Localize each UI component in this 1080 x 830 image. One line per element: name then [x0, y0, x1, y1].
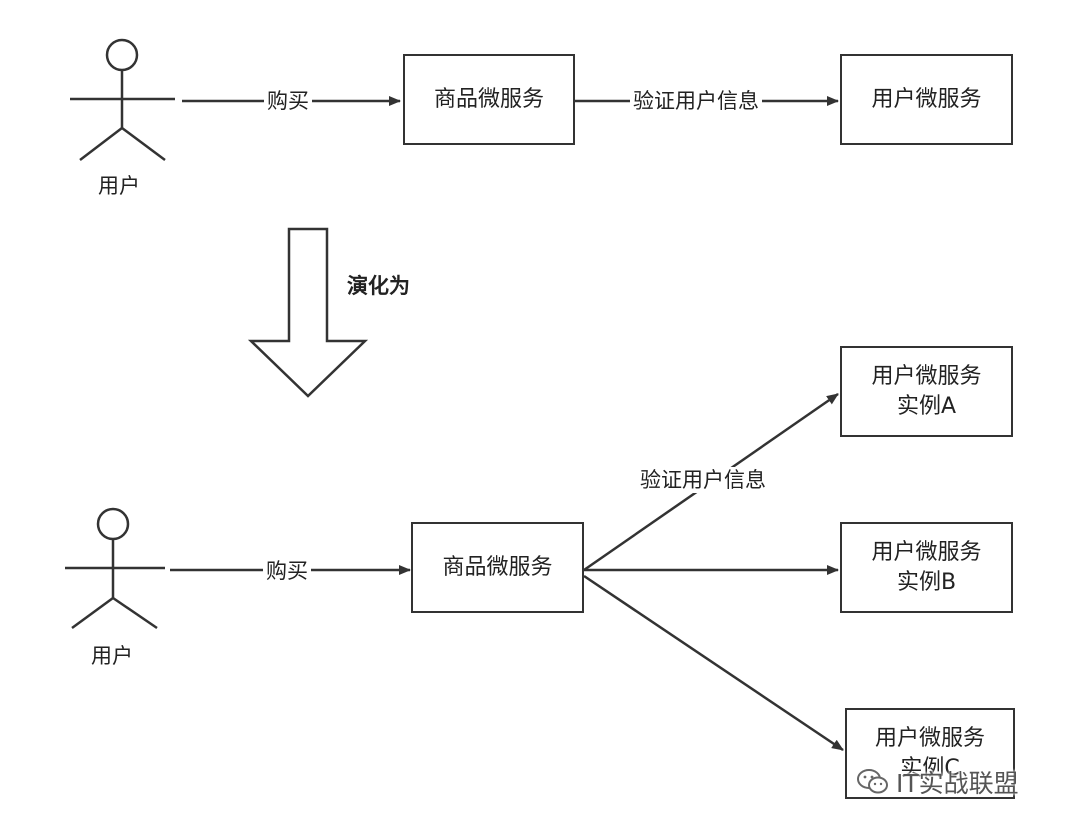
- buy-label-bottom: 购买: [263, 558, 311, 584]
- user-service-instance-a: 用户微服务 实例A: [840, 346, 1013, 437]
- evolve-label: 演化为: [347, 274, 410, 298]
- product-service-box-bottom: 商品微服务: [411, 522, 584, 613]
- user-service-box-top: 用户微服务: [840, 54, 1013, 145]
- actor-user-bottom: [65, 507, 165, 630]
- product-service-label: 商品微服务: [442, 554, 553, 580]
- actor-user-top: [70, 38, 175, 162]
- instance-c-line1: 用户微服务: [874, 725, 985, 751]
- wechat-icon: [857, 769, 888, 794]
- verify-label-bottom: 验证用户信息: [637, 467, 769, 493]
- product-service-label: 商品微服务: [433, 86, 544, 112]
- user-service-label: 用户微服务: [871, 86, 982, 112]
- instance-a-line1: 用户微服务: [871, 363, 982, 389]
- buy-label-top: 购买: [264, 88, 312, 114]
- watermark-text: IT实战联盟: [896, 769, 1019, 798]
- instance-a-line2: 实例A: [896, 393, 957, 419]
- actor-label-top: 用户: [95, 173, 143, 199]
- user-service-instance-c: 用户微服务 实例C: [845, 708, 1015, 799]
- instance-b-line2: 实例B: [896, 569, 957, 595]
- user-service-instance-b: 用户微服务 实例B: [840, 522, 1013, 613]
- evolve-down-arrow: [247, 227, 369, 398]
- arrow-to-instance-c: [583, 574, 844, 752]
- verify-label-top: 验证用户信息: [630, 88, 762, 114]
- instance-b-line1: 用户微服务: [871, 539, 982, 565]
- instance-c-line2: 实例C: [900, 755, 960, 781]
- actor-label-bottom: 用户: [88, 643, 136, 669]
- product-service-box-top: 商品微服务: [403, 54, 575, 145]
- watermark: IT实战联盟: [856, 764, 1019, 800]
